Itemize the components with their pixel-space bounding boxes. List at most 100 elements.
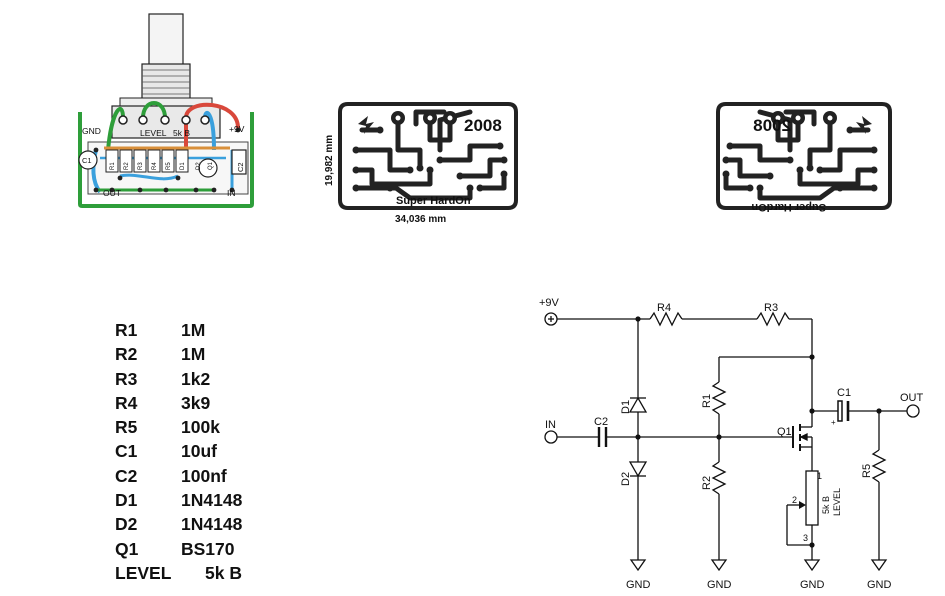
parts-list-row: D2 1N4148 — [115, 512, 242, 536]
label-d1: D1 — [620, 400, 632, 414]
board-c1-label: C1 — [82, 156, 92, 165]
pcb-front-outline — [338, 102, 518, 210]
terminal-out — [906, 404, 920, 418]
part-value: 3k9 — [181, 392, 211, 413]
board-part-label: R3 — [138, 162, 144, 170]
q1-mosfet — [792, 420, 813, 471]
board-part-label: R4 — [152, 162, 158, 170]
pcb-mirror-logo — [856, 116, 872, 134]
enclosure-outline — [78, 112, 254, 208]
label-gnd-2: GND — [707, 579, 732, 591]
label-in: IN — [545, 419, 556, 431]
label-gnd-1: GND — [626, 579, 651, 591]
part-value: 100nf — [181, 465, 227, 486]
part-reference: Q1 — [115, 538, 139, 559]
q1-footprint — [198, 158, 218, 178]
part-reference: LEVEL — [115, 562, 172, 583]
r1-resistor — [711, 381, 727, 415]
label-pot-value: 5k B — [821, 496, 831, 514]
c2-footprint — [231, 149, 247, 175]
part-reference: C1 — [115, 441, 138, 462]
pcb-front: 2008 Super HardOn 34,036 mm 19,982 mm — [324, 102, 518, 225]
r4-resistor — [649, 311, 683, 327]
label-r5: R5 — [861, 464, 873, 478]
part-reference: D2 — [115, 514, 138, 535]
label-out: OUT — [900, 392, 924, 404]
d2-diode — [628, 461, 648, 478]
label-d2: D2 — [620, 472, 632, 486]
part-reference: R5 — [115, 417, 138, 438]
d1-diode — [628, 396, 648, 413]
parts-list-row: D1 1N4148 — [115, 488, 242, 512]
parts-list-row: R1 1M — [115, 318, 242, 342]
label-q1: Q1 — [777, 426, 792, 438]
parts-list-row: Q1 BS170 — [115, 537, 242, 561]
part-value: 100k — [181, 417, 220, 438]
part-reference: R1 — [115, 320, 138, 340]
label-c2: C2 — [594, 416, 608, 428]
r2-resistor — [711, 461, 727, 495]
board-in-label: IN — [227, 188, 236, 198]
pcb-mirror-outline — [716, 102, 892, 210]
board-part-label: R1 — [110, 162, 116, 170]
part-reference: R3 — [115, 368, 138, 389]
schematic — [544, 311, 920, 572]
parts-list-row: R3 1k2 — [115, 367, 242, 391]
part-reference: R2 — [115, 344, 138, 365]
label-r1: R1 — [701, 394, 713, 408]
board-part-label: R5 — [166, 162, 172, 170]
label-pot-name: LEVEL — [832, 488, 842, 516]
board-9v-label: +9V — [229, 124, 245, 134]
pcb-mirror: 2008 Super HardOn — [716, 102, 892, 213]
pcb-front-width-dim: 34,036 mm — [395, 214, 446, 225]
part-value: 1N4148 — [181, 490, 243, 511]
label-pin2: 2 — [792, 495, 797, 505]
part-reference: R4 — [115, 392, 138, 413]
label-pin3: 3 — [803, 533, 808, 543]
board-level-label: LEVEL — [140, 128, 167, 138]
part-value: 5k B — [205, 562, 242, 583]
part-value: BS170 — [181, 538, 235, 559]
board-gnd-label: GND — [82, 126, 101, 136]
parts-list-row: C1 10uf — [115, 439, 242, 463]
part-value: 1N4148 — [181, 514, 243, 535]
ground-symbols — [629, 559, 888, 572]
board-part-label: D2 — [196, 162, 202, 170]
board-part-label: D1 — [180, 162, 186, 170]
board-part-label: R2 — [124, 162, 130, 170]
label-c1: C1 — [837, 387, 851, 399]
label-c1-plus: + — [831, 418, 836, 427]
parts-list-row: LEVEL 5k B — [115, 561, 242, 585]
schematic-labels: +9V IN OUT R4 R3 C2 C1 + Q1 1 2 3 D1 D2 … — [539, 297, 924, 591]
label-r3: R3 — [764, 302, 778, 314]
pcb-mirror-year: 2008 — [753, 116, 791, 135]
part-reference: C2 — [115, 465, 138, 486]
board-level-value: 5k B — [173, 128, 190, 138]
label-pin1: 1 — [817, 471, 822, 481]
pcb-front-height-dim: 19,982 mm — [324, 135, 335, 186]
label-r2: R2 — [701, 476, 713, 490]
part-value: 1M — [181, 344, 206, 365]
part-value: 1M — [181, 320, 206, 340]
terminal-in — [544, 430, 558, 444]
r3-resistor — [756, 311, 790, 327]
board-out-label: OUT — [103, 188, 121, 198]
label-r4: R4 — [657, 302, 671, 314]
parts-list-row: R4 3k9 — [115, 391, 242, 415]
part-value: 10uf — [181, 441, 217, 462]
pot-shaft — [148, 13, 184, 67]
part-reference: D1 — [115, 490, 138, 511]
pcb-front-name: Super HardOn — [396, 195, 471, 207]
c1-footprint — [78, 150, 98, 170]
label-gnd-3: GND — [800, 579, 825, 591]
parts-list-row: R2 1M — [115, 342, 242, 366]
pcb-front-logo — [358, 116, 374, 134]
parts-list-row: R5 100k — [115, 415, 242, 439]
label-gnd-4: GND — [867, 579, 892, 591]
part-value: 1k2 — [181, 368, 211, 389]
board-c2-label: C2 — [236, 162, 245, 172]
layout-board: GND LEVEL 5k B +9V C1 OUT IN C2 R1 R2 R3 R4… — [78, 13, 254, 208]
